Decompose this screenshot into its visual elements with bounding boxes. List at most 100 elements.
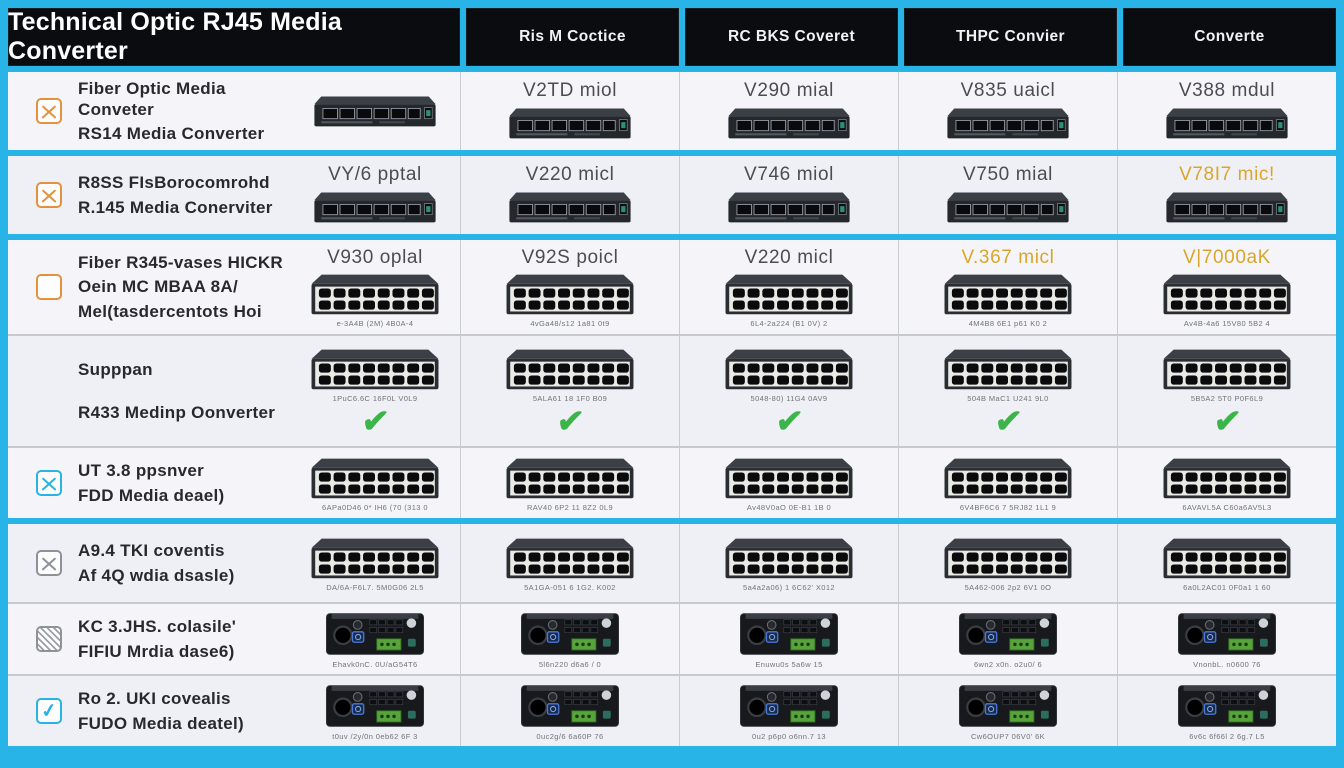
checkbox-orange-x[interactable] xyxy=(36,98,62,124)
header-column-cell: THPC Convier xyxy=(904,8,1117,66)
checkbox-gray-hatch[interactable] xyxy=(36,626,62,652)
switch-16port-image xyxy=(944,274,1072,314)
device-caption: 6v6c 6f66l 2 6g.7 L5 xyxy=(1189,731,1265,741)
description-line: Mel(tasdercentots Hoi xyxy=(78,301,262,321)
bottom-border xyxy=(0,746,1344,768)
device-caption: 5048-80) 11G4 0AV9 xyxy=(750,393,828,403)
device-caption: 6L4-2a224 (B1 0V) 2 xyxy=(750,318,828,328)
product-cell: V746 miol xyxy=(679,156,898,234)
product-cell: 0u2 p6p0 o6nn.7 13 xyxy=(679,676,898,746)
device-block: V746 miol xyxy=(714,164,864,226)
device-block: V220 micl 6L4-2a224 (B1 0V) 2 xyxy=(714,247,864,328)
description-line: FDD Media deael) xyxy=(78,485,225,505)
product-cell: VnonbL. n0600 76 xyxy=(1117,604,1336,674)
product-cell: 5l6n220 d6a6 / 0 xyxy=(460,604,679,674)
product-cell: 5A462-006 2p2 6V1 0O xyxy=(898,524,1117,602)
switch-16port-image xyxy=(944,458,1072,498)
description-line: Oein MC MBAA 8A/ xyxy=(78,277,239,297)
product-cell: V750 mial xyxy=(898,156,1117,234)
product-cell: 6v6c 6f66l 2 6g.7 L5 xyxy=(1117,676,1336,746)
device-block: 5A462-006 2p2 6V1 0O xyxy=(933,535,1083,592)
description-line: R.145 Media Conerviter xyxy=(78,197,273,217)
device-block: RAV40 6P2 11 8Z2 0L9 xyxy=(495,455,645,512)
switch-16port-image xyxy=(725,274,853,314)
device-block: Av48V0aO 0E-B1 1B 0 xyxy=(714,455,864,512)
green-check-icon: ✔ xyxy=(773,402,805,439)
device-block: V78I7 mic! xyxy=(1152,164,1302,226)
device-block: 0u2 p6p0 o6nn.7 13 xyxy=(714,682,864,741)
version-label: V750 mial xyxy=(963,164,1053,185)
device-block: V835 uaicl xyxy=(933,80,1083,142)
switch-16port-image xyxy=(506,538,634,578)
checkbox-cyan-x[interactable] xyxy=(36,470,62,496)
device-caption: 5a4a2a06) 1 6C62' X012 xyxy=(743,582,835,592)
device-block: VnonbL. n0600 76 xyxy=(1152,610,1302,669)
device-block: 5A1GA-051 6 1G2. K002 xyxy=(495,535,645,592)
switch-16port-image xyxy=(944,349,1072,389)
device-block: 5l6n220 d6a6 / 0 xyxy=(495,610,645,669)
device-caption: Cw6OUP7 06V0' 6K xyxy=(970,731,1046,741)
product-cell: 6a0L2AC01 0F0a1 1 60 xyxy=(1117,524,1336,602)
switch-16port-image xyxy=(1163,538,1291,578)
version-label: V220 micl xyxy=(525,164,615,185)
device-block xyxy=(300,92,450,130)
version-label: V290 mial xyxy=(744,80,834,101)
page-title: Technical Optic RJ45 Media Converter xyxy=(8,8,343,65)
device-caption: 6a0L2AC01 0F0a1 1 60 xyxy=(1183,582,1271,592)
checkbox-gray-x[interactable] xyxy=(36,550,62,576)
description-line: RS14 Media Converter xyxy=(78,124,265,144)
device-caption: Av48V0aO 0E-B1 1B 0 xyxy=(746,502,832,512)
media-converter-image xyxy=(740,612,838,655)
product-cell: V.367 micl 4M4B8 6E1 p61 K0 2 xyxy=(898,240,1117,334)
product-cell: 5ALA61 18 1F0 B09✔ xyxy=(460,336,679,446)
header-column-cell: RC BKS Coveret xyxy=(685,8,898,66)
switch-5port-image xyxy=(728,108,850,139)
header-column-cell: Ris M Coctice xyxy=(466,8,679,66)
switch-16port-image xyxy=(506,274,634,314)
switch-5port-image xyxy=(314,96,436,127)
switch-5port-image xyxy=(509,192,631,223)
version-label: VY/6 pptal xyxy=(328,164,422,185)
device-caption: e-3A4B (2M) 4B0A-4 xyxy=(336,318,414,328)
version-label: V220 micl xyxy=(744,246,834,268)
device-block: 5B5A2 5T0 P0F6L9✔ xyxy=(1152,346,1302,439)
device-block: V220 micl xyxy=(495,164,645,226)
green-check-icon: ✔ xyxy=(554,402,586,439)
device-caption: t0uv /2y/0n 0eb62 6F 3 xyxy=(332,731,418,741)
switch-16port-image xyxy=(311,458,439,498)
switch-16port-image xyxy=(506,458,634,498)
header-column-label: THPC Convier xyxy=(955,28,1065,45)
description-line: UT 3.8 ppsnver xyxy=(78,461,205,481)
checkbox-cyan-mark[interactable] xyxy=(36,698,62,724)
device-block: 6a0L2AC01 0F0a1 1 60 xyxy=(1152,535,1302,592)
product-cell: V2TD miol xyxy=(460,72,679,150)
row-divider xyxy=(8,234,1336,240)
device-block: 5ALA61 18 1F0 B09✔ xyxy=(495,346,645,439)
device-caption: 4M4B8 6E1 p61 K0 2 xyxy=(968,318,1048,328)
switch-16port-image xyxy=(944,538,1072,578)
switch-5port-image xyxy=(947,192,1069,223)
description-line: KC 3.JHS. colasile' xyxy=(78,617,237,637)
product-cell: Cw6OUP7 06V0' 6K xyxy=(898,676,1117,746)
device-block: Cw6OUP7 06V0' 6K xyxy=(933,682,1083,741)
row-divider xyxy=(8,602,1336,604)
device-block: V388 mdul xyxy=(1152,80,1302,142)
description-line: Ro 2. UKI covealis xyxy=(78,689,231,709)
device-block: 1PuC6.6C 16F0L V0L9✔ xyxy=(300,346,450,439)
header-column-label: Ris M Coctice xyxy=(519,28,626,45)
device-block: 504B MaC1 U241 9L0✔ xyxy=(933,346,1083,439)
header-column-cell: Converte xyxy=(1123,8,1336,66)
product-cell: V220 micl 6L4-2a224 (B1 0V) 2 xyxy=(679,240,898,334)
row-divider xyxy=(8,150,1336,156)
device-caption: 4vGa48/s12 1a81 0t9 xyxy=(530,318,610,328)
checkbox-orange-x[interactable] xyxy=(36,182,62,208)
device-block: 6AVAVL5A C60a6AV5L3 xyxy=(1152,455,1302,512)
checkbox-orange-empty[interactable] xyxy=(36,274,62,300)
